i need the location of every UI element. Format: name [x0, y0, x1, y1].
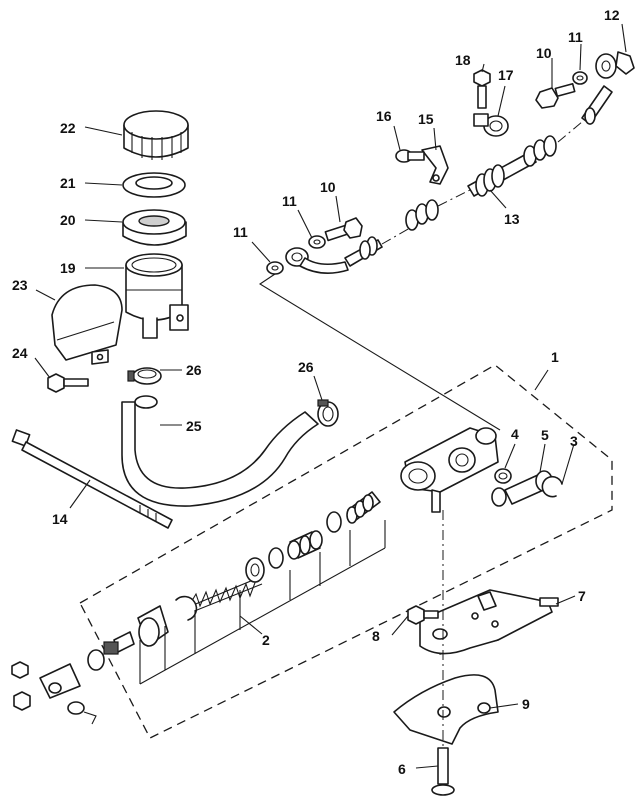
- spring-seat: [245, 557, 265, 583]
- pushrod-spring: [346, 491, 381, 524]
- reservoir-tank: [125, 253, 189, 339]
- hose-end-collar: [584, 107, 596, 125]
- callout-26-upper: 26: [186, 362, 202, 378]
- callout-26-lower: 26: [298, 359, 314, 375]
- reservoir-hose: [121, 401, 319, 507]
- holder-bolt: [473, 69, 491, 109]
- callout-19: 19: [60, 260, 76, 276]
- hose-centerline: [381, 227, 411, 245]
- master-cylinder-body: [400, 427, 499, 513]
- union-bolt-right: [615, 51, 635, 75]
- callout-3: 3: [570, 433, 578, 449]
- hose-sleeve-left: [359, 236, 378, 260]
- callout-1: 1: [551, 349, 559, 365]
- callout-12: 12: [604, 7, 620, 23]
- washer-right: [572, 71, 588, 85]
- callout-25: 25: [186, 418, 202, 434]
- leader-lines: [34, 23, 627, 769]
- callout-11-left: 11: [233, 224, 248, 240]
- banjo-fitting-right: [595, 53, 617, 79]
- kit-2-grouping: [139, 520, 386, 685]
- callout-7: 7: [578, 588, 586, 604]
- o-ring: [494, 468, 512, 484]
- callout-4: 4: [511, 426, 519, 442]
- callout-21: 21: [60, 175, 76, 191]
- assembly-1-boundary: [79, 364, 613, 739]
- reservoir-cap: [123, 110, 189, 160]
- callout-22: 22: [60, 120, 76, 136]
- pushrod: [103, 631, 135, 655]
- master-cylinder-bracket: [419, 589, 559, 655]
- primary-cup: [268, 547, 284, 569]
- hose-grommet-upper: [523, 135, 557, 167]
- hose-centerline-3: [557, 121, 583, 143]
- reservoir-cover: [51, 284, 123, 365]
- hose-clamp-lower: [317, 399, 339, 427]
- hose-grommet-mid: [405, 199, 439, 231]
- hose-grommet-right: [475, 164, 505, 197]
- hose-guide-bracket: [421, 145, 449, 185]
- brake-pipe-guide: [258, 273, 501, 431]
- circlip: [541, 475, 563, 498]
- callout-11-mid: 11: [282, 193, 297, 209]
- callout-2: 2: [262, 632, 270, 648]
- callout-11-right: 11: [568, 29, 583, 45]
- callout-10-left: 10: [320, 179, 336, 195]
- heat-guard: [393, 674, 499, 745]
- callout-labels: 22 21 20 19 23 24 26 25 26 11 11 10 16 1…: [12, 7, 620, 777]
- callout-13: 13: [504, 211, 520, 227]
- callout-10-right: 10: [536, 45, 552, 61]
- callout-20: 20: [60, 212, 76, 228]
- callout-15: 15: [418, 111, 434, 127]
- spring: [185, 577, 263, 613]
- hose-centerline-2: [437, 189, 471, 207]
- clevis-assembly: [11, 649, 105, 725]
- piston: [287, 530, 323, 560]
- cover-bolt: [47, 373, 89, 393]
- guard-bolt: [431, 747, 455, 796]
- cable-tie: [11, 429, 173, 529]
- bracket-bolt: [395, 149, 425, 163]
- hose-clamp-upper: [127, 367, 162, 385]
- callout-16: 16: [376, 108, 392, 124]
- callout-18: 18: [455, 52, 471, 68]
- banjo-fitting-left: [285, 247, 349, 274]
- reservoir-diaphragm: [122, 209, 187, 246]
- bracket-bolt-8: [407, 605, 439, 625]
- callout-24: 24: [12, 345, 28, 361]
- secondary-cup: [326, 511, 342, 533]
- callout-9: 9: [522, 696, 530, 712]
- boot-circlip: [175, 595, 198, 621]
- union-bolt-left: [324, 217, 363, 242]
- callout-17: 17: [498, 67, 514, 83]
- callout-8: 8: [372, 628, 380, 644]
- callout-23: 23: [12, 277, 28, 293]
- hose-holder: [473, 113, 509, 137]
- union-bolt-upper: [535, 83, 576, 109]
- callout-14: 14: [52, 511, 68, 527]
- washer-left-outer: [266, 261, 284, 275]
- dust-boot: [137, 605, 169, 647]
- callout-6: 6: [398, 761, 406, 777]
- reservoir-plate: [122, 172, 186, 198]
- callout-5: 5: [541, 427, 549, 443]
- washer-left-inner: [308, 235, 326, 249]
